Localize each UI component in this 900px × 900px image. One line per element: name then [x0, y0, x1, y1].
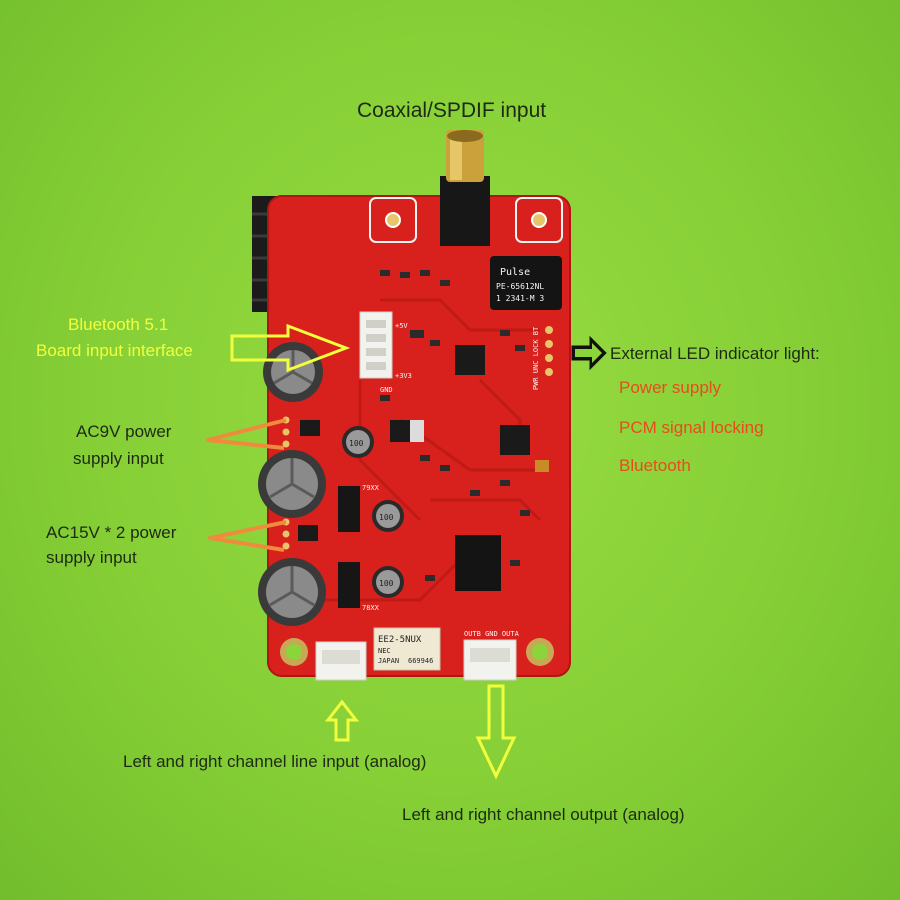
line-input-label: Left and right channel line input (analo… [123, 752, 427, 771]
relay-brand-text: NEC [378, 647, 391, 655]
pulse-part-text: PE-65612NL [496, 282, 544, 291]
coaxial-label: Coaxial/SPDIF input [357, 99, 547, 122]
bluetooth-label-line1: Bluetooth 5.1 [68, 315, 169, 334]
ac9v-label-line1: AC9V power [76, 422, 172, 441]
relay: EE2-5NUX NEC JAPAN 669946 [373, 627, 441, 671]
cap-value-1: 100 [349, 439, 364, 448]
led-header-pads: PWR UNC LOCK BT [532, 326, 553, 390]
relay-part-text: EE2-5NUX [378, 635, 422, 645]
reg-79-silk: 79XX [362, 484, 380, 492]
output-header-silk: OUTB GND OUTA [464, 630, 520, 638]
silk-3v3: +3V3 [395, 372, 412, 380]
cap-value-3: 100 [379, 579, 394, 588]
led-pcm-label: PCM signal locking [619, 418, 764, 437]
bluetooth-label-line2: Board input interface [36, 341, 193, 360]
reg-78-silk: 78XX [362, 604, 380, 612]
led-header-silk: PWR UNC LOCK BT [532, 326, 540, 390]
ac15v-label-line2: supply input [46, 548, 137, 567]
ac9v-label-line2: supply input [73, 449, 164, 468]
bluetooth-header [359, 311, 393, 379]
ac9v-chevron-icon [206, 418, 287, 450]
led-title-label: External LED indicator light: [610, 344, 820, 363]
pulse-code-text: 1 2341-M 3 [496, 294, 544, 303]
silk-5v: +5V [395, 322, 408, 330]
input-connector [315, 641, 367, 681]
relay-origin-text: JAPAN [378, 657, 399, 665]
line-input-arrow-icon [324, 699, 360, 742]
smd-components [380, 270, 530, 581]
bluetooth-arrow-icon [230, 323, 351, 373]
top-pads [369, 197, 563, 243]
relay-code-text: 669946 [408, 657, 433, 665]
ac15v-chevron-icon [208, 520, 287, 552]
pulse-brand-text: Pulse [500, 267, 530, 278]
ac15v-label-line1: AC15V * 2 power [46, 523, 177, 542]
led-power-label: Power supply [619, 378, 722, 397]
mounting-holes [280, 638, 554, 666]
small-capacitors: 100 100 100 [342, 426, 404, 598]
led-bt-label: Bluetooth [619, 456, 691, 475]
rca-jack [440, 130, 490, 246]
voltage-regulators: 79XX 78XX [338, 484, 380, 612]
large-capacitors [258, 342, 326, 626]
output-connector: OUTB GND OUTA [463, 630, 520, 681]
silk-gnd: GND [380, 386, 393, 394]
line-output-label: Left and right channel output (analog) [402, 805, 685, 824]
pulse-transformer: Pulse PE-65612NL 1 2341-M 3 [490, 256, 562, 310]
cap-value-2: 100 [379, 513, 394, 522]
annotation-arrows [206, 323, 607, 780]
line-output-arrow-icon [475, 684, 517, 780]
ic-chips [298, 345, 549, 591]
